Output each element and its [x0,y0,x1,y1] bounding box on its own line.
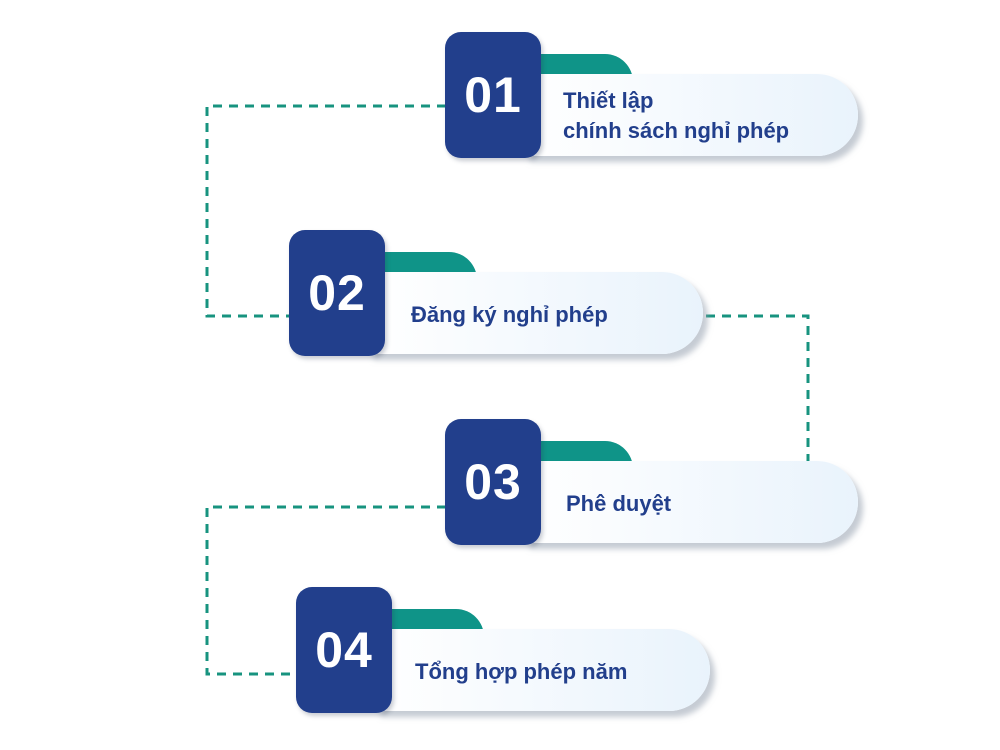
step-02-label: Đăng ký nghỉ phép [411,280,608,350]
step-02-card [369,272,703,354]
connector-03-04 [205,505,446,676]
step-03-number: 03 [464,454,522,510]
step-02-title-line1: Đăng ký nghỉ phép [411,302,608,327]
step-03: 03 Phê duyệt [445,419,865,549]
step-04-number-box: 04 [296,587,392,713]
step-04: 04 Tổng hợp phép năm [296,587,716,717]
step-02-number: 02 [308,265,366,321]
step-04-number: 04 [315,622,373,678]
step-03-card [525,461,858,543]
step-01: 01 Thiết lập chính sách nghỉ phép [445,32,865,162]
step-01-number: 01 [464,67,522,123]
step-03-title-line1: Phê duyệt [566,491,672,516]
connector-02-03 [706,314,810,462]
step-01-label: Thiết lập chính sách nghỉ phép [563,82,789,150]
step-02-number-box: 02 [289,230,385,356]
step-01-card [525,74,858,156]
step-04-title-line1: Tổng hợp phép năm [415,659,628,684]
step-03-label: Phê duyệt [566,469,671,539]
step-03-number-box: 03 [445,419,541,545]
step-01-number-box: 01 [445,32,541,158]
connector-01-02 [205,104,446,318]
step-04-card [376,629,710,711]
step-04-label: Tổng hợp phép năm [415,637,627,707]
step-01-title-line2: chính sách nghỉ phép [563,118,790,143]
step-01-title-line1: Thiết lập [563,88,654,113]
step-02: 02 Đăng ký nghỉ phép [289,230,709,360]
